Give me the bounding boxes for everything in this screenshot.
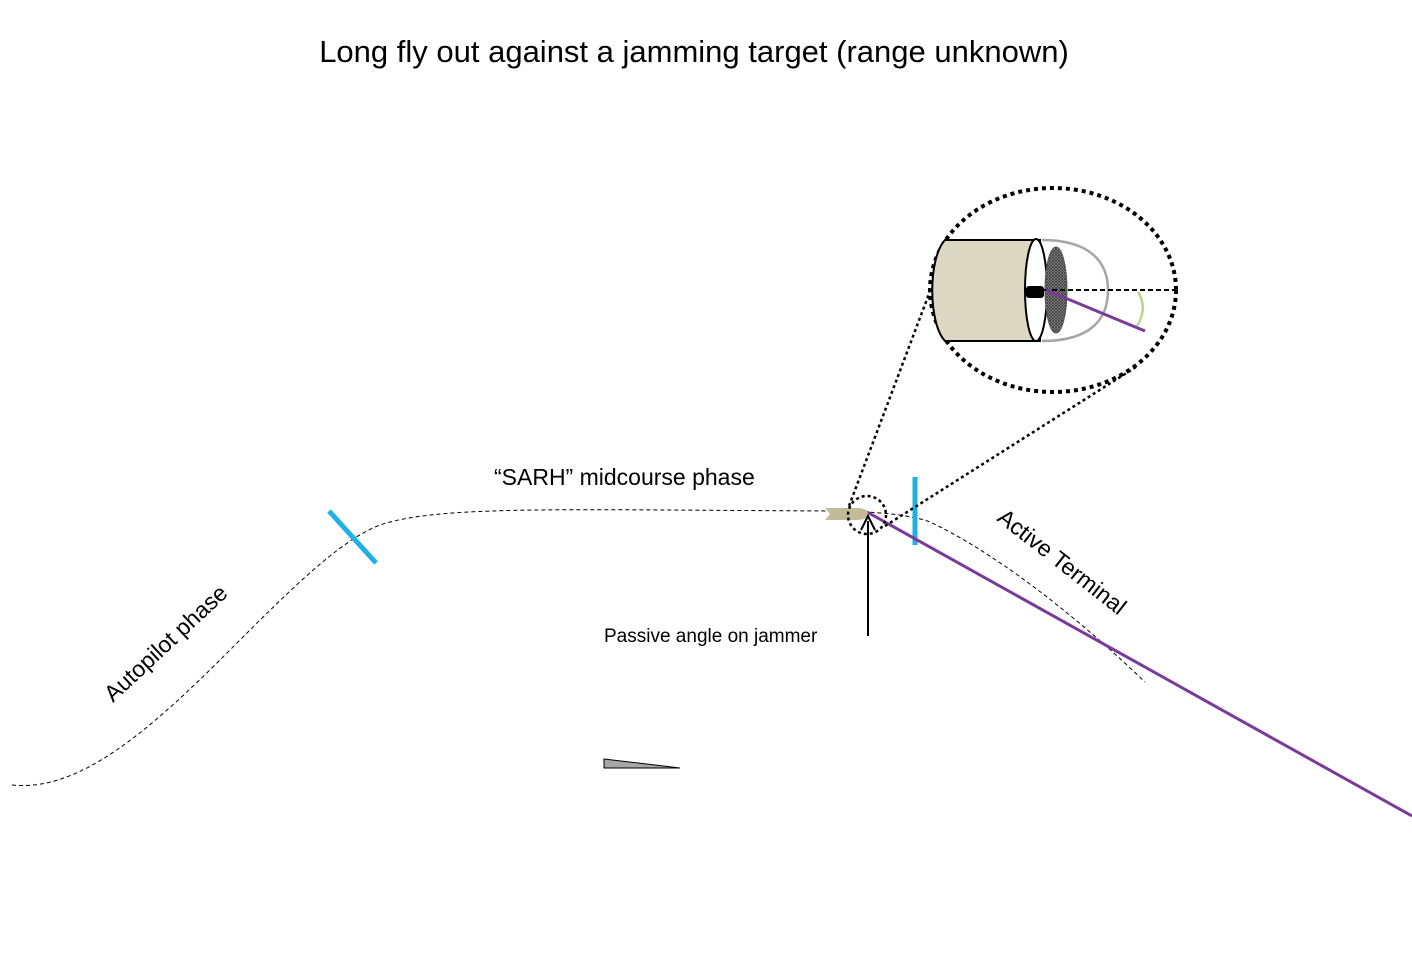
flight-path [11, 509, 1146, 787]
missile-body-cylinder [931, 239, 1041, 342]
jammer-line-of-sight [866, 510, 1412, 818]
zoom-focus-circle [846, 494, 888, 536]
missile-icon [825, 508, 868, 520]
gimbal-block [1026, 286, 1044, 298]
passive-angle-label: Passive angle on jammer [604, 626, 818, 647]
zoom-connector-left [847, 277, 937, 507]
passive-angle-arrowhead [860, 513, 876, 531]
launch-platform-icon [603, 758, 681, 769]
phase-marker-autopilot-end [327, 509, 378, 565]
active-terminal-label: Active Terminal [993, 503, 1132, 619]
seeker-los-line [1045, 288, 1146, 333]
angle-arc [1135, 291, 1144, 327]
autopilot-phase-label: Autopilot phase [99, 579, 233, 706]
diagram-title: Long fly out against a jamming target (r… [319, 34, 1069, 69]
seeker-magnified-icon [928, 186, 1178, 394]
midcourse-phase-label: “SARH” midcourse phase [494, 464, 755, 490]
zoom-connector-right [884, 365, 1137, 528]
